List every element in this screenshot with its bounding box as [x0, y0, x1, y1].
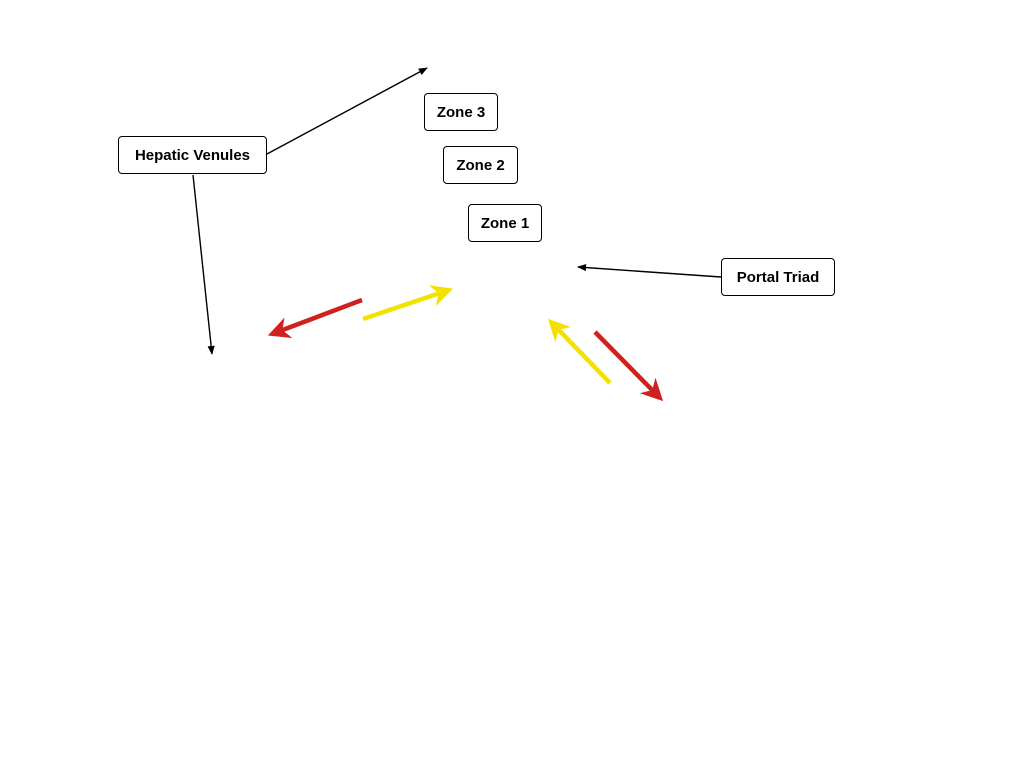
yellow-flow-arrow-left: [362, 285, 454, 322]
zone-1-label: Zone 1: [468, 204, 542, 242]
zone-3-label: Zone 3: [424, 93, 498, 131]
hepatic-venules-label: Hepatic Venules: [118, 136, 267, 174]
red-flow-arrow-left: [267, 297, 363, 339]
yellow-flow-arrow-right: [547, 318, 612, 385]
hepatic-venules-pointer-down: [192, 174, 215, 355]
portal-triad-pointer: [577, 263, 722, 278]
zone-2-label: Zone 2: [443, 146, 518, 184]
portal-triad-label: Portal Triad: [721, 258, 835, 296]
red-flow-arrow-right: [593, 330, 664, 402]
hepatic-venules-pointer-up: [266, 67, 428, 155]
